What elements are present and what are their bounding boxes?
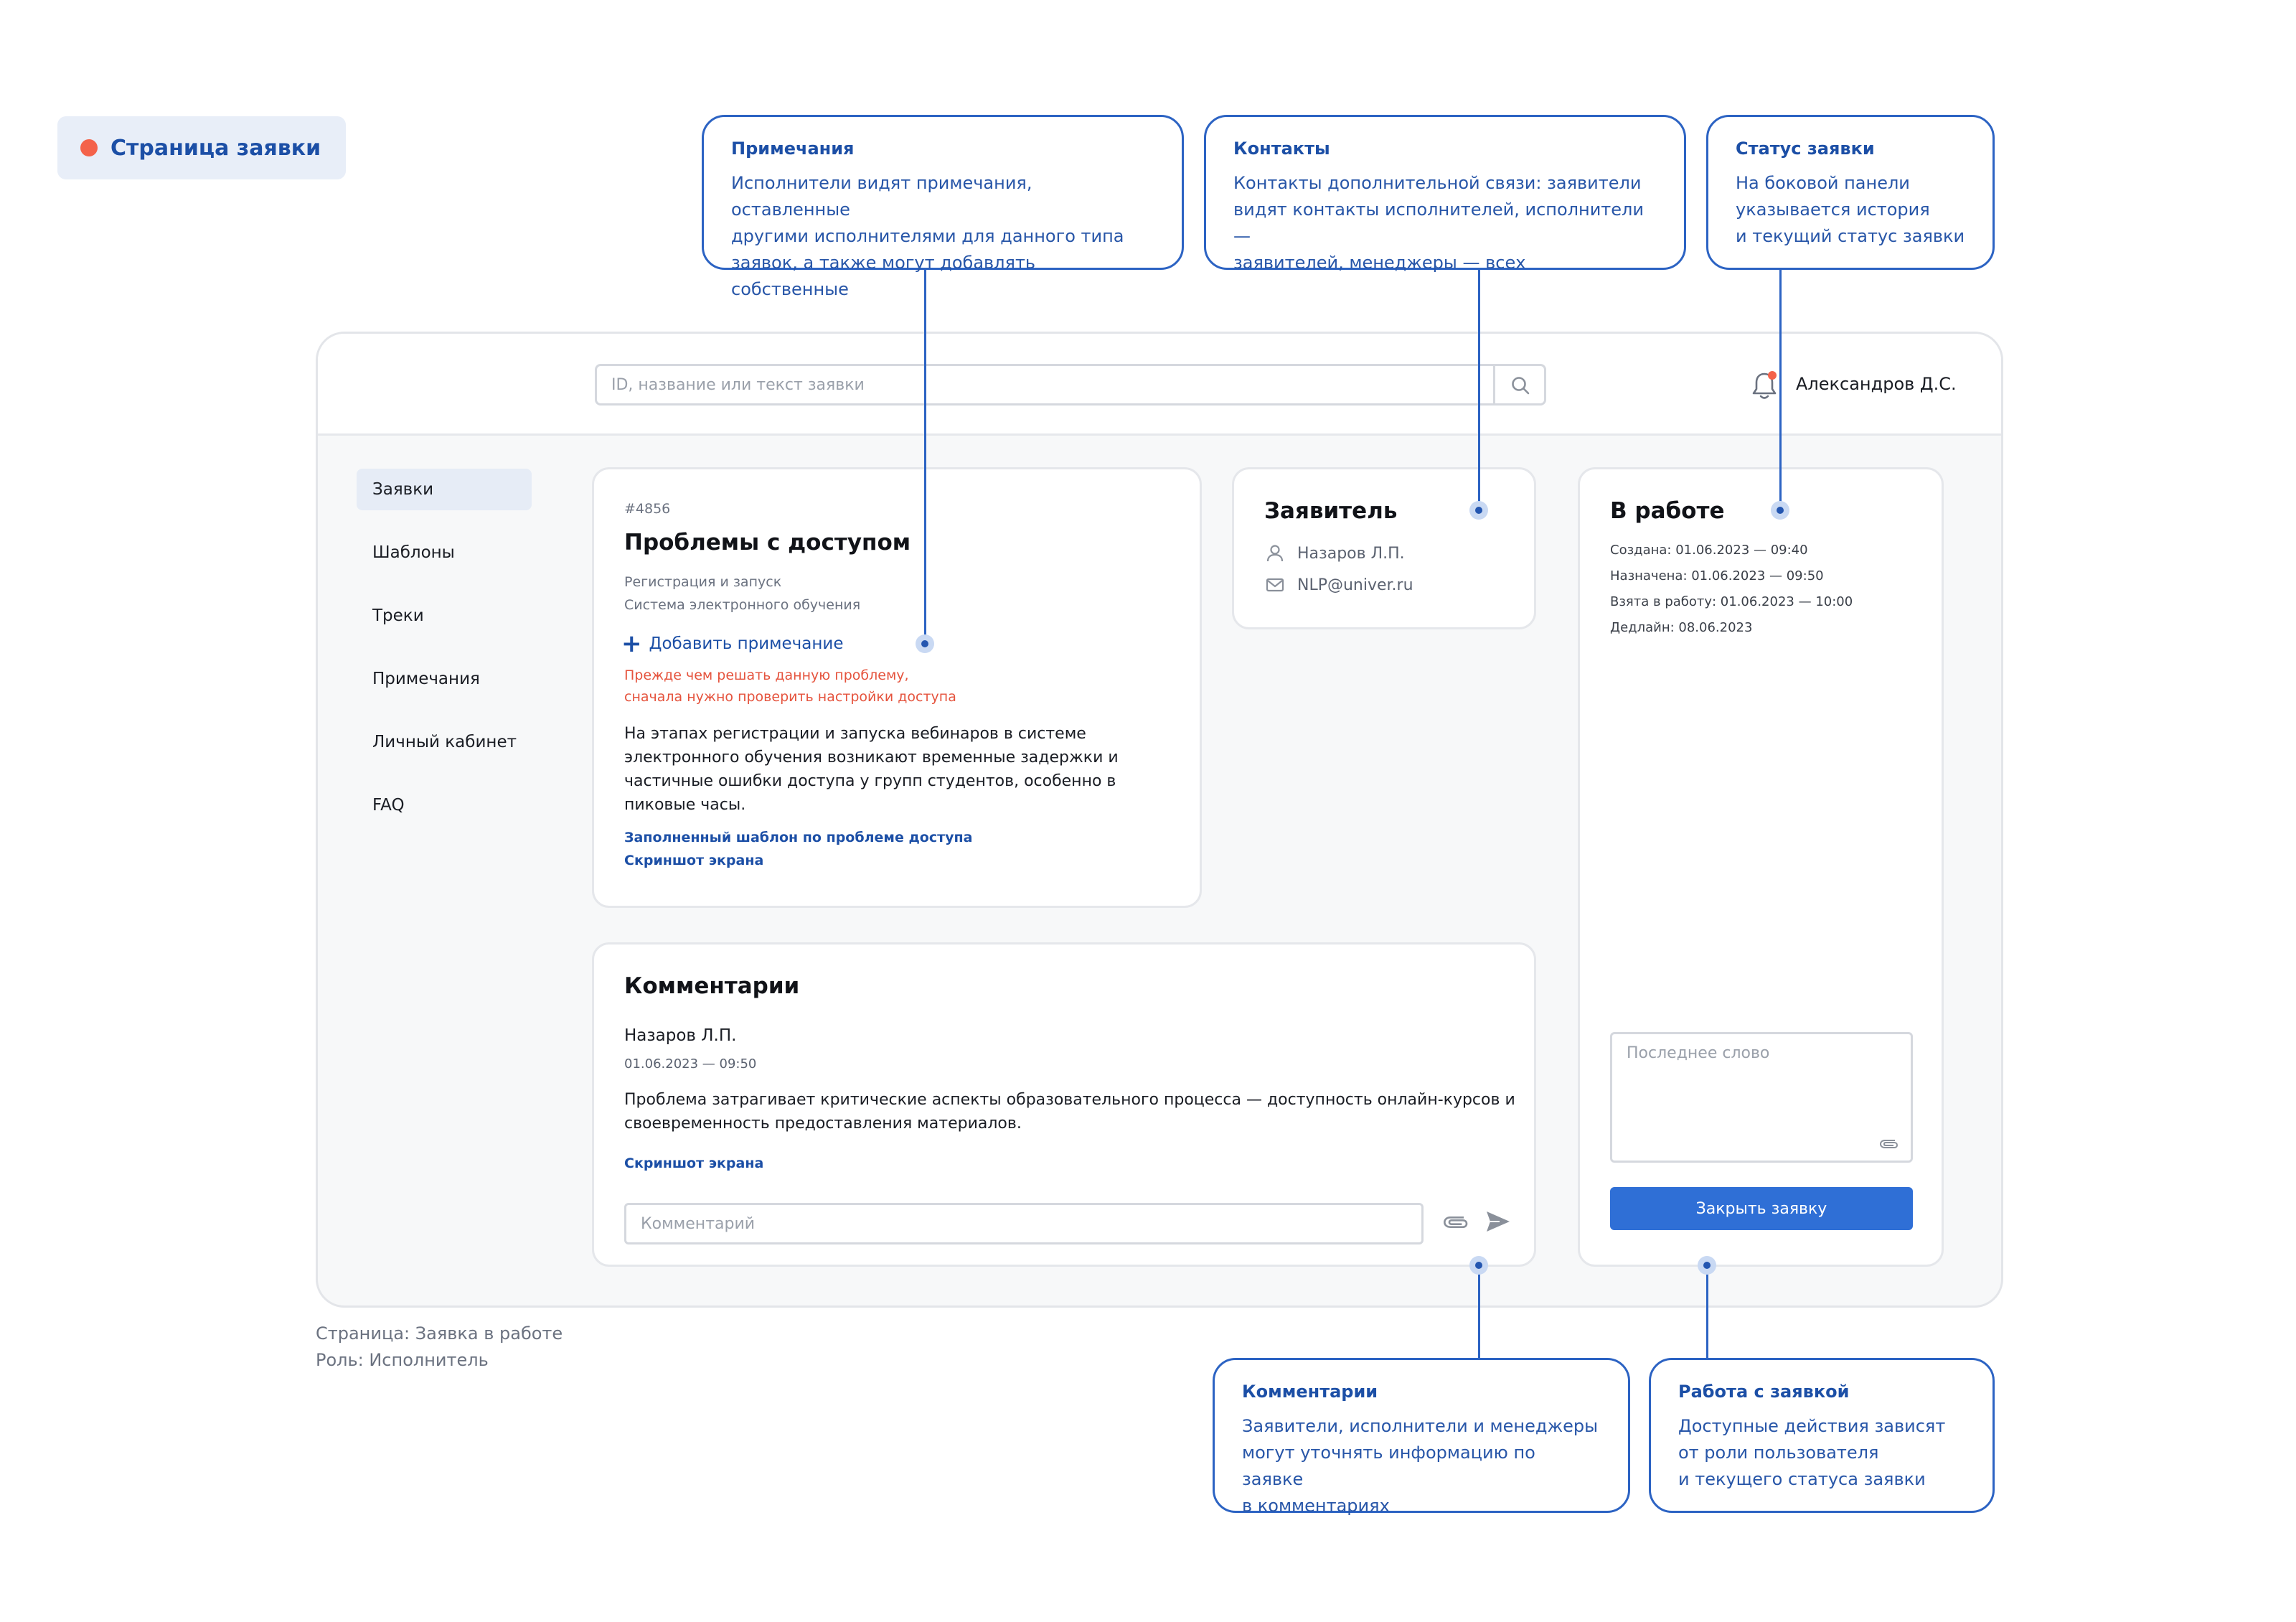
- paperclip-icon[interactable]: [1878, 1136, 1899, 1152]
- applicant-card: Заявитель Назаров Л.П. NLP@univer.ru: [1232, 467, 1536, 629]
- applicant-heading: Заявитель: [1264, 498, 1398, 524]
- send-icon[interactable]: [1484, 1207, 1512, 1236]
- page-tag-label: Страница заявки: [110, 135, 321, 161]
- sidebar-item-tickets[interactable]: Заявки: [357, 469, 532, 510]
- callout-title: Работа с заявкой: [1678, 1382, 1850, 1402]
- ticket-description: На этапах регистрации и запуска вебинаро…: [624, 725, 1119, 814]
- connector-status: [1779, 270, 1782, 510]
- applicant-email-row: NLP@univer.ru: [1266, 576, 1413, 594]
- connector-actions: [1706, 1265, 1708, 1358]
- ticket-title: Проблемы с доступом: [624, 530, 911, 555]
- ticket-card: #4856 Проблемы с доступом Регистрация и …: [592, 467, 1202, 908]
- page-caption: Страница: Заявка в работе Роль: Исполнит…: [316, 1321, 563, 1374]
- callout-comments: Комментарии Заявители, исполнители и мен…: [1213, 1358, 1630, 1516]
- sidebar-item-tracks[interactable]: Треки: [372, 606, 424, 625]
- connector-notes: [924, 270, 926, 643]
- marker-actions: [1698, 1256, 1716, 1275]
- callout-actions: Работа с заявкой Доступные действия зави…: [1649, 1358, 1995, 1513]
- callout-title: Статус заявки: [1736, 139, 1875, 159]
- callout-text: Исполнители видят примечания, оставленны…: [731, 173, 1124, 299]
- marker-contacts: [1469, 501, 1488, 520]
- applicant-email[interactable]: NLP@univer.ru: [1297, 576, 1413, 594]
- marker-notes: [916, 634, 934, 653]
- comment-attachment-link[interactable]: Скриншот экрана: [624, 1155, 764, 1171]
- ticket-category: Регистрация и запуск: [624, 574, 782, 590]
- callout-title: Контакты: [1233, 139, 1330, 159]
- top-bar: Александров Д.С.: [318, 334, 2001, 436]
- comment-text: Проблема затрагивает критические аспекты…: [624, 1091, 1515, 1133]
- marker-status: [1771, 501, 1789, 520]
- search-input[interactable]: [597, 366, 1472, 403]
- comment-date: 01.06.2023 — 09:50: [624, 1056, 757, 1072]
- connector-contacts: [1478, 270, 1480, 510]
- paperclip-icon[interactable]: [1441, 1211, 1469, 1233]
- close-ticket-button[interactable]: Закрыть заявку: [1610, 1187, 1913, 1230]
- callout-notes: Примечания Исполнители видят примечания,…: [702, 115, 1184, 299]
- applicant-name: Назаров Л.П.: [1297, 544, 1405, 563]
- comments-heading: Комментарии: [624, 973, 800, 999]
- bell-icon[interactable]: [1750, 370, 1779, 401]
- callout-text: Контакты дополнительной связи: заявители…: [1233, 173, 1644, 273]
- callout-title: Комментарии: [1242, 1382, 1378, 1402]
- comment-author: Назаров Л.П.: [624, 1026, 737, 1045]
- search-box: [595, 364, 1546, 406]
- search-icon[interactable]: [1510, 375, 1531, 396]
- sidebar-item-profile[interactable]: Личный кабинет: [372, 733, 517, 751]
- notification-dot: [1768, 371, 1777, 380]
- page-tag: Страница заявки: [57, 116, 346, 179]
- final-word-box: [1610, 1032, 1913, 1163]
- attachment-template-link[interactable]: Заполненный шаблон по проблеме доступа: [624, 830, 973, 845]
- status-dot: [80, 139, 98, 156]
- ticket-id: #4856: [624, 501, 671, 517]
- status-heading: В работе: [1610, 498, 1725, 524]
- mail-icon: [1266, 578, 1284, 592]
- plus-icon: +: [621, 629, 642, 658]
- note-warning: Прежде чем решать данную проблему,сначал…: [624, 667, 956, 705]
- user-name[interactable]: Александров Д.С.: [1796, 374, 1957, 394]
- comments-card: Комментарии Назаров Л.П. 01.06.2023 — 09…: [592, 942, 1536, 1267]
- status-created: Создана: 01.06.2023 — 09:40: [1610, 543, 1808, 558]
- sidebar-item-templates[interactable]: Шаблоны: [372, 543, 455, 562]
- caption-page: Страница: Заявка в работе: [316, 1323, 563, 1344]
- app-window: Александров Д.С. Заявки Шаблоны Треки Пр…: [316, 332, 2003, 1308]
- attachment-screenshot-link[interactable]: Скриншот экрана: [624, 853, 764, 868]
- status-assigned: Назначена: 01.06.2023 — 09:50: [1610, 568, 1824, 583]
- status-taken: Взята в работу: 01.06.2023 — 10:00: [1610, 594, 1853, 609]
- caption-role: Роль: Исполнитель: [316, 1350, 489, 1370]
- callout-contacts: Контакты Контакты дополнительной связи: …: [1204, 115, 1686, 273]
- comment-input[interactable]: [626, 1205, 1421, 1242]
- final-word-field[interactable]: [1612, 1034, 1911, 1161]
- user-icon: [1266, 545, 1284, 562]
- status-deadline: Дедлайн: 08.06.2023: [1610, 620, 1753, 635]
- status-card: В работе Создана: 01.06.2023 — 09:40 Наз…: [1578, 467, 1944, 1267]
- ticket-subcategory: Система электронного обучения: [624, 597, 861, 613]
- applicant-name-row: Назаров Л.П.: [1266, 544, 1405, 563]
- add-note-button[interactable]: + Добавить примечание: [621, 629, 844, 658]
- comment-input-box: [624, 1203, 1424, 1244]
- connector-comments: [1478, 1265, 1480, 1358]
- sidebar-item-notes[interactable]: Примечания: [372, 670, 480, 688]
- add-note-label: Добавить примечание: [649, 634, 844, 653]
- sidebar-item-faq[interactable]: FAQ: [372, 796, 405, 815]
- callout-title: Примечания: [731, 139, 855, 159]
- marker-comments: [1469, 1256, 1488, 1275]
